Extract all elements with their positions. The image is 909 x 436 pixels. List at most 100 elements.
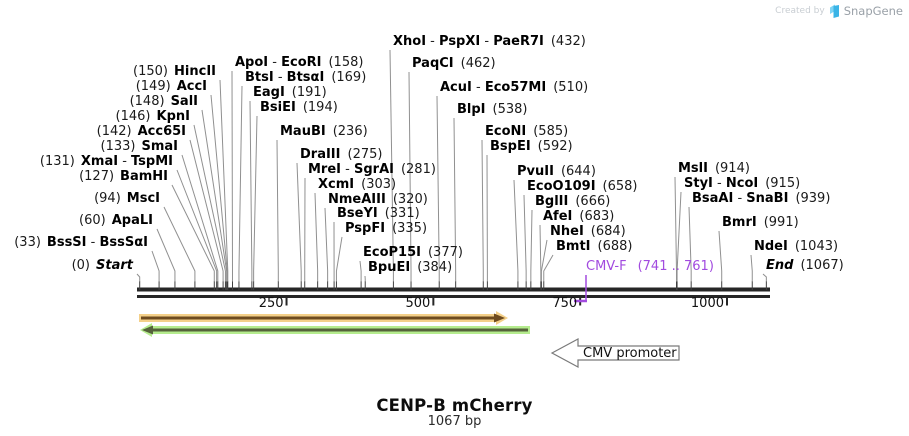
- watermark-created-by: Created by: [775, 6, 825, 16]
- site-label-bamhi: (127)BamHI: [79, 169, 168, 184]
- site-label-styi-ncoi: StyI - NcoI(915): [684, 176, 801, 191]
- snapgene-logo-icon: [829, 4, 840, 18]
- ruler-tick-label: 1000: [690, 296, 724, 311]
- leader-line: [540, 239, 548, 282]
- site-label-bsiei: BsiEI(194): [260, 100, 338, 115]
- leader-line: [674, 176, 677, 282]
- site-label-afei: AfeI(683): [543, 209, 615, 224]
- leader-line: [676, 191, 682, 282]
- leader-line: [543, 254, 554, 282]
- cmv-promoter-arrow: [550, 337, 680, 369]
- site-label-pvuii: PvuII(644): [517, 164, 596, 179]
- site-label-bsaai-snabi: BsaAI - SnaBI(939): [692, 191, 831, 206]
- leader-line: [688, 206, 692, 282]
- forward-orf-arrow: [494, 313, 505, 323]
- site-label-mrei-sgrai: MreI - SgrAI(281): [308, 162, 436, 177]
- primer-label-cmv-f: CMV-F (741 .. 761): [586, 259, 714, 275]
- leader-line: [253, 115, 258, 282]
- site-label-ecoo109i: EcoO109I(658): [527, 179, 638, 194]
- leader-line: [189, 139, 224, 282]
- site-label-paqci: PaqCI(462): [412, 56, 496, 71]
- reverse-orf-arrow: [142, 325, 153, 335]
- leader-line: [193, 124, 226, 282]
- site-label-apoi-ecori: ApoI - EcoRI(158): [235, 55, 364, 70]
- leader-line: [530, 209, 533, 282]
- site-label-bmri: BmrI(991): [722, 215, 799, 230]
- leader-line: [136, 273, 141, 282]
- leader-line: [408, 71, 412, 282]
- leader-line: [314, 192, 319, 282]
- leader-line: [181, 154, 219, 282]
- leader-line: [453, 117, 457, 282]
- sequence-line: [137, 287, 770, 292]
- site-label-start: (0)Start: [71, 258, 133, 273]
- leader-line: [219, 79, 229, 282]
- leader-line: [762, 273, 767, 282]
- ruler-tick-label: 500: [405, 296, 431, 311]
- leader-line: [389, 49, 394, 282]
- site-label-bglii: BglII(666): [535, 194, 611, 209]
- site-label-msci: (94)MscI: [94, 191, 160, 206]
- leader-line: [539, 224, 542, 282]
- map-title: CENP-B mCherry: [376, 396, 533, 415]
- watermark-brand: SnapGene: [843, 4, 903, 18]
- site-label-bseyi: BseYI(331): [337, 206, 420, 221]
- map-length: 1067 bp: [427, 414, 482, 429]
- site-label-smai: (133)SmaI: [100, 139, 179, 154]
- leader-line: [523, 194, 527, 282]
- ruler-tick-label: 250: [258, 296, 284, 311]
- sequence-line: [137, 295, 770, 298]
- leader-line: [359, 260, 362, 282]
- ruler-tick-label: 750: [552, 296, 578, 311]
- leader-line: [210, 94, 228, 282]
- leader-line: [436, 95, 440, 282]
- leader-line: [151, 250, 160, 282]
- leader-line: [249, 100, 253, 282]
- primer-name: CMV-F: [586, 259, 627, 274]
- site-label-xhoi-pspxi-paer7i: XhoI - PspXI - PaeR7I(432): [393, 34, 586, 49]
- watermark: Created by SnapGene: [775, 4, 903, 18]
- site-label-draiii: DraIII(275): [300, 147, 383, 162]
- primer-range: (741 .. 761): [637, 259, 714, 274]
- leader-line: [238, 85, 243, 282]
- site-label-apali: (60)ApaLI: [79, 213, 153, 228]
- site-label-xcmi: XcmI(303): [318, 177, 397, 192]
- site-label-xmai-tspmi: (131)XmaI - TspMI: [39, 154, 173, 169]
- site-label-msli: MslI(914): [678, 161, 750, 176]
- site-label-bmti: BmtI(688): [556, 239, 633, 254]
- leader-line: [481, 139, 484, 282]
- site-label-hincii: (150)HincII: [133, 64, 216, 79]
- leader-line: [750, 254, 753, 282]
- site-label-btsi-btsαi: BtsI - BtsαI(169): [245, 70, 367, 85]
- leader-line: [171, 184, 215, 282]
- leader-line: [201, 109, 228, 282]
- leader-line: [276, 139, 279, 282]
- site-label-eagi: EagI(191): [253, 85, 327, 100]
- leader-line: [335, 236, 343, 282]
- leader-line: [513, 179, 519, 282]
- site-label-nmeaiii: NmeAIII(320): [328, 192, 428, 207]
- site-label-acc65i: (142)Acc65I: [96, 124, 186, 139]
- site-label-bspei: BspEI(592): [490, 139, 573, 154]
- leader-line: [324, 207, 329, 282]
- site-label-pspfi: PspFI(335): [345, 221, 428, 236]
- site-label-end: End(1067): [766, 258, 844, 273]
- cmv-promoter-label: CMV promoter: [583, 346, 677, 361]
- site-label-ecop15i: EcoP15I(377): [363, 245, 463, 260]
- leader-line: [718, 230, 723, 282]
- site-label-ndei: NdeI(1043): [754, 239, 839, 254]
- site-label-blpi: BlpI(538): [457, 102, 528, 117]
- leader-line: [163, 206, 196, 282]
- site-label-nhei: NheI(684): [550, 224, 626, 239]
- leader-line: [176, 169, 218, 282]
- site-label-acci: (149)AccI: [135, 79, 207, 94]
- leader-line: [156, 228, 176, 282]
- site-label-kpni: (146)KpnI: [115, 109, 190, 124]
- site-label-bsssi-bsssαi: (33)BssSI - BssSαI: [14, 235, 148, 250]
- site-label-econi: EcoNI(585): [485, 124, 569, 139]
- site-label-acui-eco57mi: AcuI - Eco57MI(510): [440, 80, 589, 95]
- site-label-bpuei: BpuEI(384): [368, 260, 453, 275]
- site-label-sali: (148)SalI: [129, 94, 198, 109]
